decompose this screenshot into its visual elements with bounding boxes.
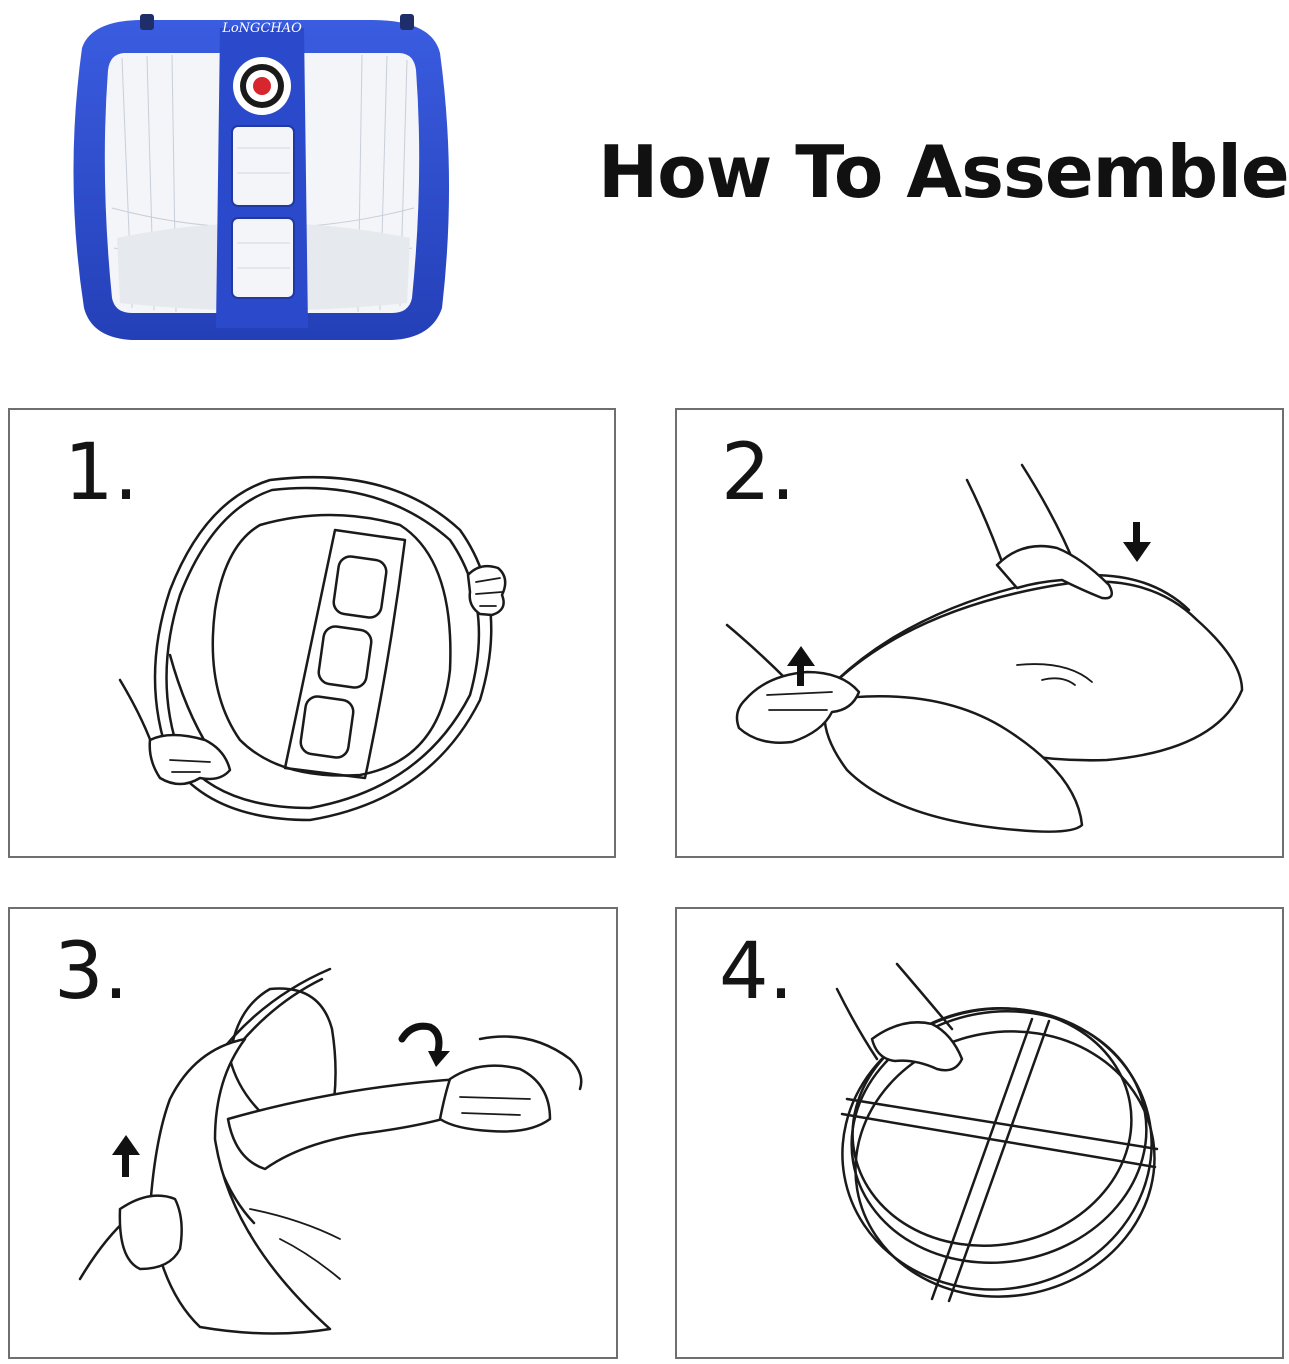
page-title: How To Assemble	[598, 130, 1289, 214]
arrow-up-icon	[797, 660, 804, 686]
arrow-up-icon	[122, 1149, 129, 1177]
step-4-panel: 4.	[675, 907, 1284, 1359]
step-1-panel: 1.	[8, 408, 616, 858]
brand-logo: LoNGCHAO	[221, 21, 302, 36]
step-4-number: 4.	[719, 927, 794, 1017]
step-3-illustration	[78, 967, 583, 1335]
step-2-illustration	[725, 463, 1244, 833]
golf-chipping-net-image: LoNGCHAO	[73, 14, 450, 340]
step-1-illustration	[118, 475, 507, 822]
step-1-number: 1.	[64, 428, 139, 518]
step-4-illustration	[835, 962, 1159, 1303]
step-2-number: 2.	[721, 428, 796, 518]
step-3-panel: 3.	[8, 907, 618, 1359]
curved-arrow-icon	[398, 1022, 443, 1055]
step-3-number: 3.	[54, 927, 129, 1017]
arrow-down-icon	[1133, 522, 1140, 548]
step-2-panel: 2.	[675, 408, 1284, 858]
